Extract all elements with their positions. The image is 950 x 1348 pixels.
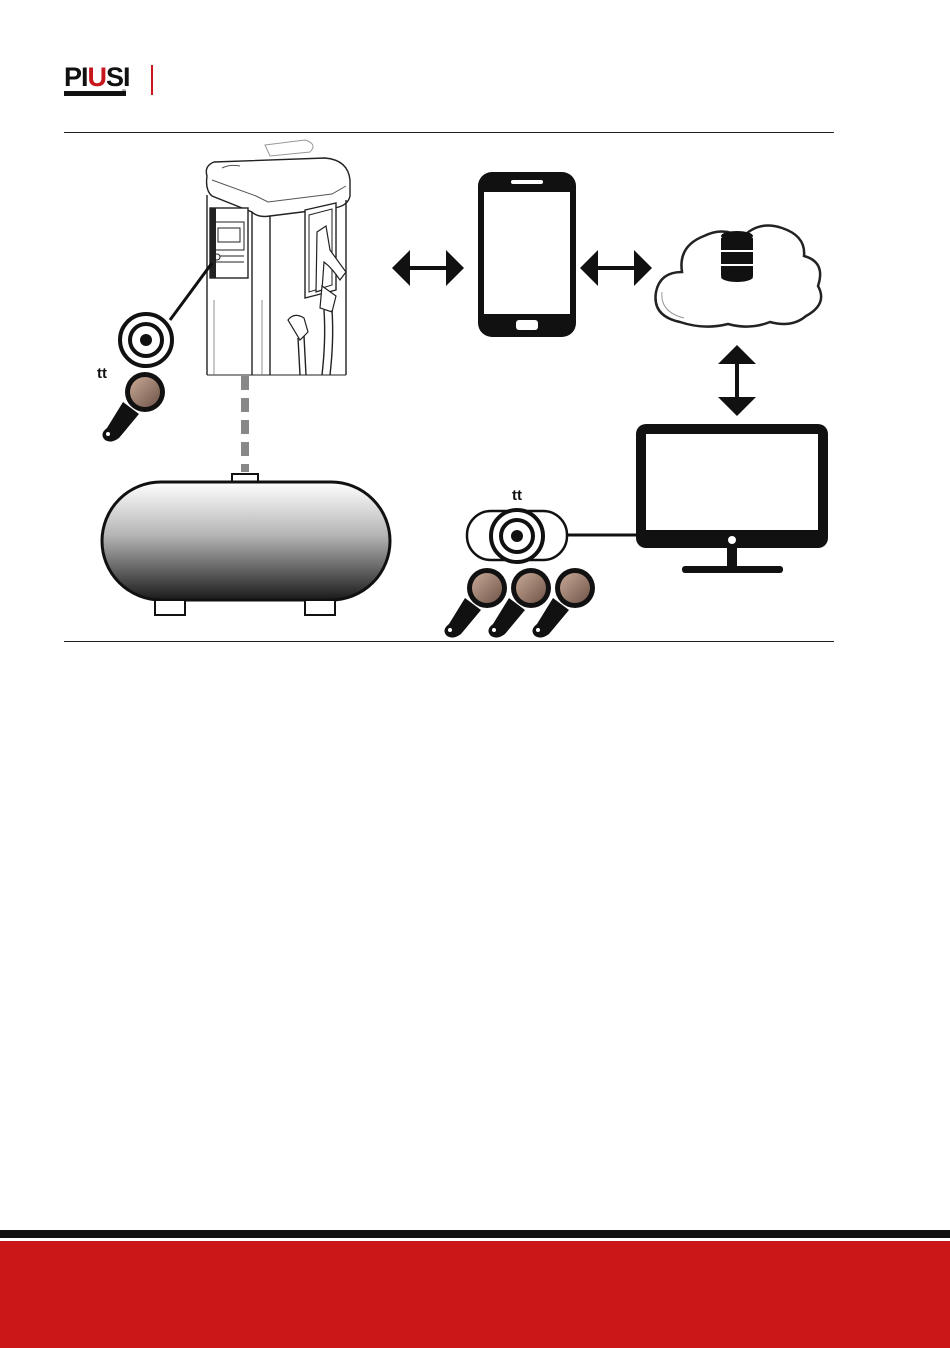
fuel-dispenser: [206, 140, 350, 375]
logo-registered-mark: ®: [122, 90, 126, 96]
logo-text-si: SI: [106, 62, 130, 92]
ibutton-key-icon: [102, 372, 165, 442]
piusi-logo: PIUSI ®: [64, 64, 128, 96]
desktop-key-reader: [467, 510, 567, 562]
logo-text-pi: PI: [64, 62, 88, 92]
dispenser-key-reader-icon: [120, 314, 172, 366]
header-divider: [151, 65, 153, 95]
logo-text-u: U: [88, 62, 107, 92]
reader-connector-line: [170, 263, 212, 320]
system-diagram: tt: [0, 133, 950, 641]
reader-symbol-left: tt: [97, 365, 107, 382]
phone-cloud-arrow: [580, 250, 652, 286]
reader-symbol-right: tt: [512, 487, 522, 504]
storage-tank: [102, 474, 390, 615]
bottom-rule: [64, 641, 834, 642]
dispenser-phone-arrow: [392, 250, 464, 286]
footer-band: [0, 1241, 950, 1348]
database-icon: [721, 231, 753, 282]
footer-stripe: [0, 1230, 950, 1238]
monitor-icon: [636, 424, 828, 573]
smartphone-icon: [478, 172, 576, 337]
cloud-monitor-arrow: [718, 345, 756, 416]
cloud-database-icon: [656, 226, 822, 327]
